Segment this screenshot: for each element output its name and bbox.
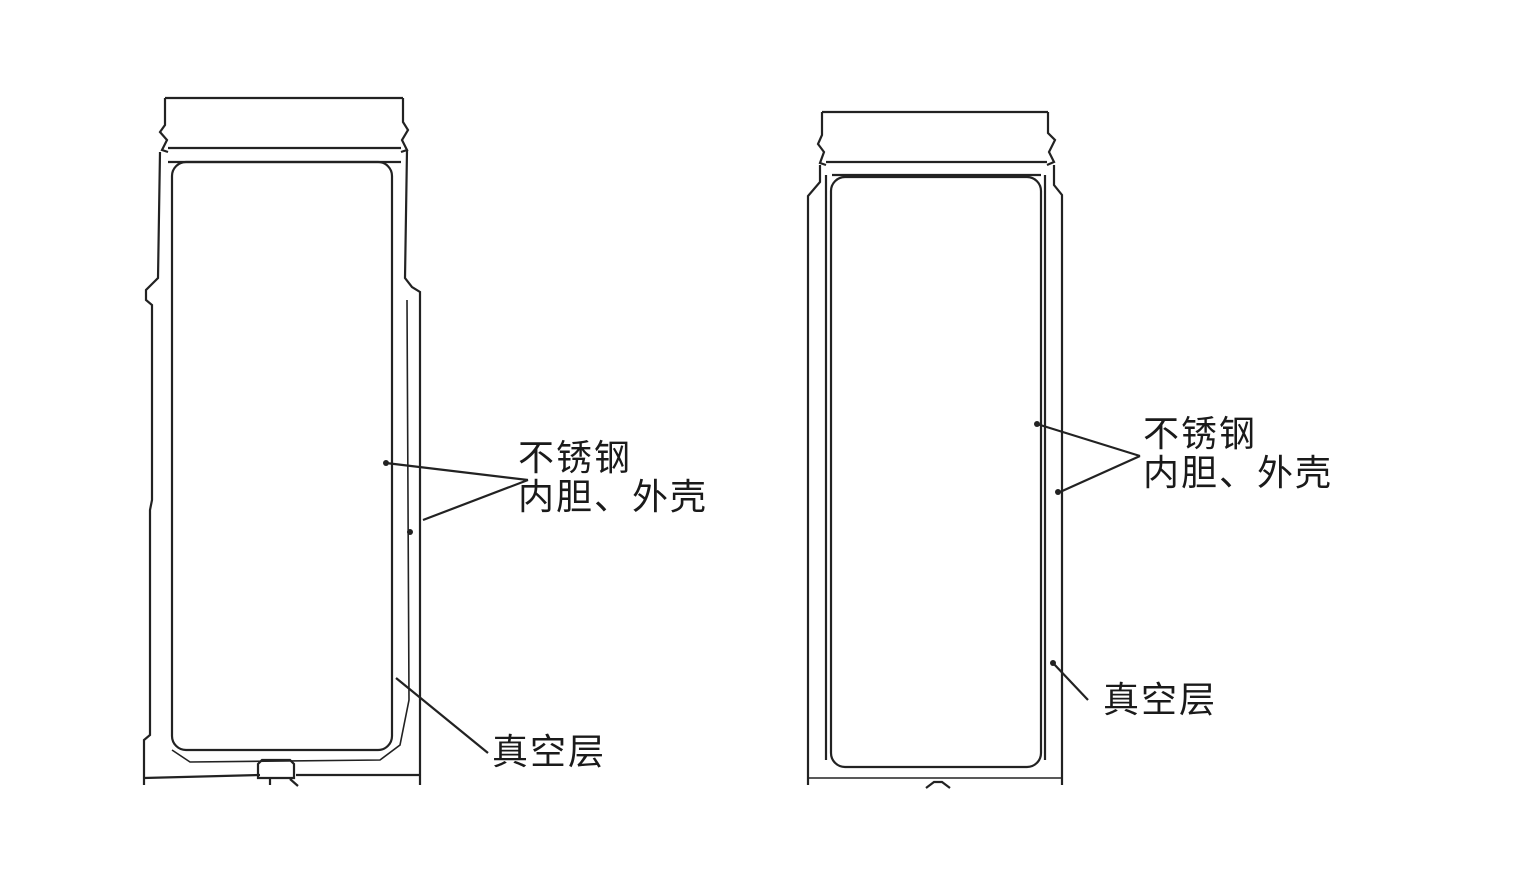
right-material-leader-dot-inner bbox=[1034, 421, 1040, 427]
left-material-leader bbox=[385, 461, 529, 522]
right-vacuum-label: 真空层 bbox=[1103, 680, 1218, 721]
right-material-label-line2: 内胆、外壳 bbox=[1143, 453, 1334, 494]
right-material-leader bbox=[1036, 422, 1141, 494]
right-flask-outer-shell bbox=[806, 165, 1064, 785]
right-material-leader-dot-outer bbox=[1055, 489, 1061, 495]
left-material-label-line1: 不锈钢 bbox=[518, 438, 633, 479]
right-vacuum-leader bbox=[1052, 662, 1089, 701]
right-flask bbox=[806, 110, 1141, 789]
right-flask-inner-vessel bbox=[829, 175, 1043, 769]
left-flask-neck bbox=[168, 146, 401, 164]
left-material-leader-dot-outer bbox=[407, 529, 413, 535]
left-flask-inner-wall bbox=[171, 299, 410, 763]
right-flask-base-nub bbox=[925, 780, 951, 789]
left-flask-outer-shell bbox=[142, 149, 422, 785]
left-material-label-line2: 内胆、外壳 bbox=[518, 477, 709, 518]
left-vacuum-leader bbox=[395, 677, 489, 754]
right-flask-cap bbox=[816, 110, 1057, 167]
left-material-leader-dot-inner bbox=[383, 460, 389, 466]
left-flask-cap bbox=[158, 96, 410, 154]
left-vacuum-label: 真空层 bbox=[492, 732, 607, 773]
right-flask-neck bbox=[826, 160, 1047, 177]
left-flask bbox=[142, 96, 529, 787]
right-material-label-line1: 不锈钢 bbox=[1143, 414, 1258, 455]
left-flask-inner-vessel bbox=[170, 160, 394, 752]
left-flask-base-nub bbox=[256, 758, 299, 787]
